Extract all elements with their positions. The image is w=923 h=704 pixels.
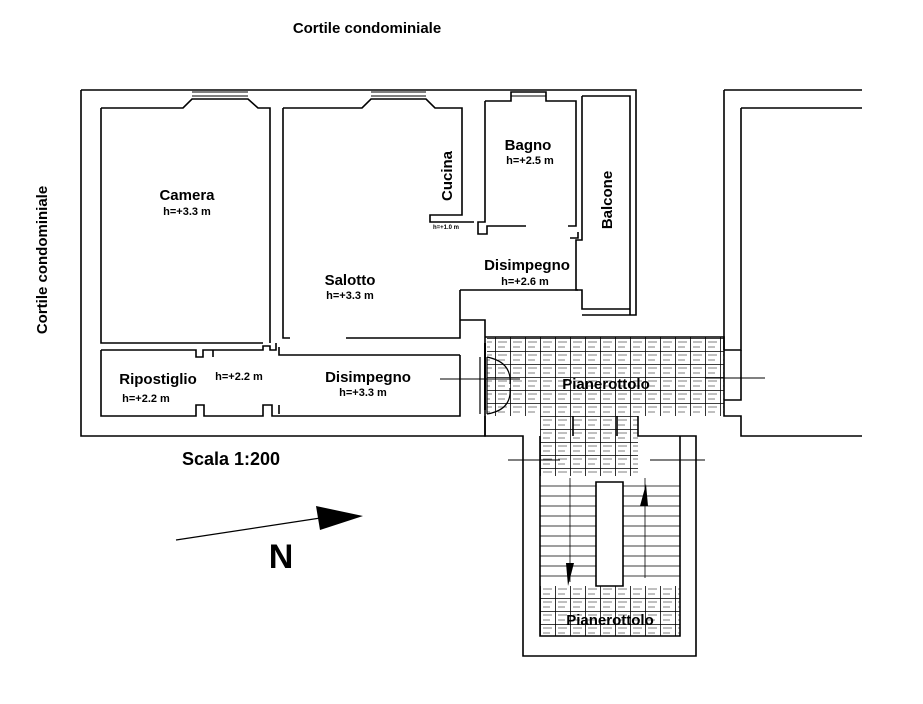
salotto-wall bbox=[283, 98, 474, 223]
landing-upper-name: Pianerottolo bbox=[562, 376, 650, 393]
balcone-wall bbox=[582, 95, 631, 315]
disimpegno-wall-lower bbox=[346, 290, 461, 339]
room-balcone-name: Balcone bbox=[599, 171, 616, 229]
room-camera-name: Camera bbox=[159, 187, 215, 204]
neighbor-wall-outer bbox=[723, 89, 862, 350]
camera-window bbox=[192, 91, 248, 97]
salotto-wall-left bbox=[282, 108, 290, 339]
entry-door bbox=[479, 356, 511, 415]
north-arrow-shaft bbox=[175, 514, 341, 541]
passage-height: h=+2.2 m bbox=[215, 371, 263, 383]
section-lines bbox=[440, 377, 765, 461]
north-arrow-head-icon bbox=[316, 506, 363, 530]
landing-lower-name: Pianerottolo bbox=[566, 612, 654, 629]
door-frame bbox=[479, 357, 488, 414]
landing-step-lines bbox=[572, 416, 618, 436]
courtyard-label-top: Cortile condominiale bbox=[293, 20, 441, 37]
lower-disimpegno-top bbox=[278, 347, 460, 356]
room-salotto-name: Salotto bbox=[325, 272, 376, 289]
room-salotto-height: h=+3.3 m bbox=[326, 290, 374, 302]
room-disimpegno-lower-name: Disimpegno bbox=[325, 369, 411, 386]
landing-tiles-upper bbox=[487, 337, 724, 416]
room-cucina-name: Cucina bbox=[439, 150, 456, 201]
bagno-wall-left bbox=[477, 101, 526, 235]
scale-label: Scala 1:200 bbox=[182, 449, 280, 469]
landing-wall-right bbox=[485, 336, 862, 437]
room-camera-height: h=+3.3 m bbox=[163, 206, 211, 218]
stair-tiles-top bbox=[540, 416, 638, 476]
neighbor-door bbox=[724, 350, 742, 401]
outer-wall-top-right bbox=[81, 89, 637, 316]
stair-arrow-up-icon bbox=[640, 484, 648, 506]
door-leaves bbox=[486, 356, 511, 415]
landing-tiles-lower bbox=[540, 586, 680, 636]
courtyard-label-left: Cortile condominiale bbox=[34, 186, 51, 334]
bagno-door-jamb bbox=[570, 232, 579, 239]
room-disimpegno-upper-height: h=+2.6 m bbox=[501, 276, 549, 288]
camera-wall bbox=[101, 98, 271, 343]
windows bbox=[192, 91, 546, 97]
north-label: N bbox=[269, 538, 294, 576]
room-disimpegno-lower-height: h=+3.3 m bbox=[339, 387, 387, 399]
neighbor-wall bbox=[724, 107, 862, 351]
camera-wall-left bbox=[100, 108, 263, 344]
salotto-window bbox=[371, 91, 426, 97]
north-arrow bbox=[175, 506, 363, 541]
stair-arrow-down-icon bbox=[566, 563, 574, 586]
room-cucina-height: h=+1.0 m bbox=[433, 225, 459, 231]
room-bagno-height: h=+2.5 m bbox=[506, 155, 554, 167]
ripostiglio-top-wall bbox=[101, 343, 277, 358]
room-disimpegno-upper-name: Disimpegno bbox=[484, 257, 570, 274]
treads-left bbox=[540, 485, 596, 577]
stair-treads bbox=[540, 478, 680, 582]
room-ripostiglio-height: h=+2.2 m bbox=[122, 393, 170, 405]
room-bagno-name: Bagno bbox=[505, 137, 552, 154]
room-ripostiglio-name: Ripostiglio bbox=[119, 371, 197, 388]
walls bbox=[80, 89, 862, 657]
stair-well bbox=[484, 416, 697, 657]
treads-right bbox=[623, 485, 680, 577]
lower-rooms-wall bbox=[100, 350, 461, 417]
bagno-window bbox=[511, 91, 546, 97]
stair-core bbox=[595, 481, 624, 587]
